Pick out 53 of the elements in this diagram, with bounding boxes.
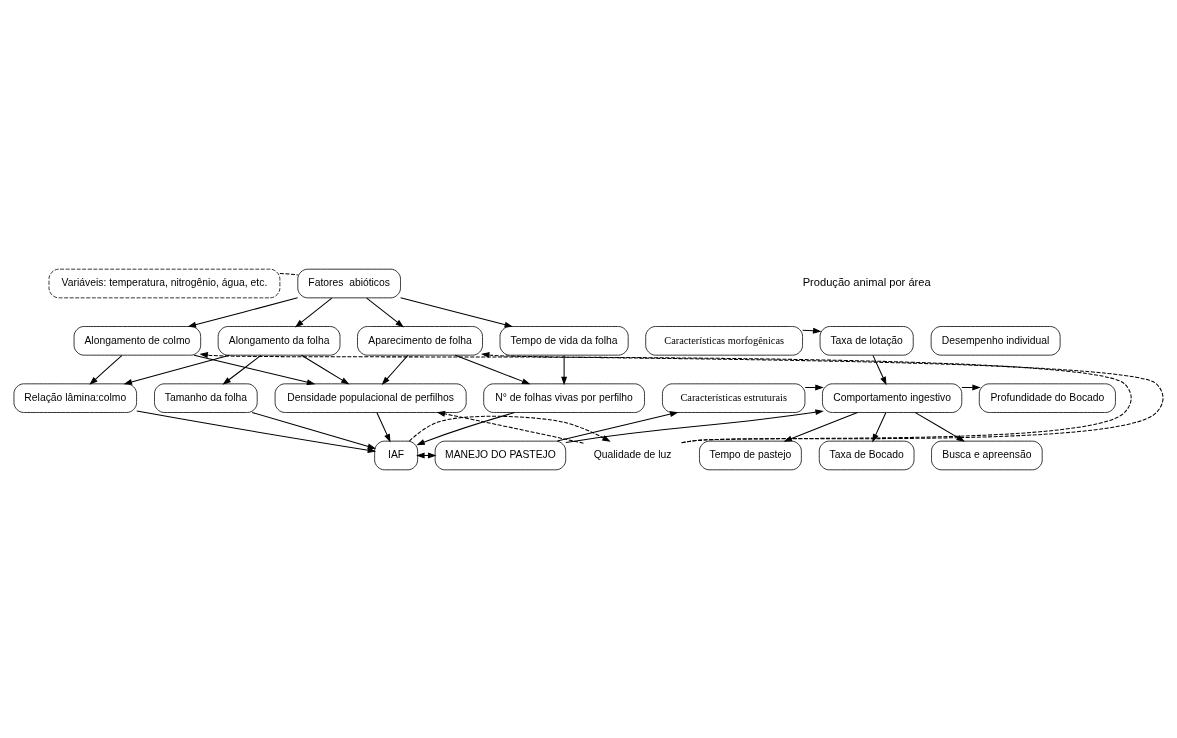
node-box: Variáveis: temperatura, nitrogênio, água, etc. <box>48 268 281 298</box>
arrow <box>400 296 514 328</box>
arrow <box>89 354 123 385</box>
node-box: Profundidade do Bocado <box>978 382 1116 413</box>
arrow <box>914 411 965 442</box>
arrow <box>222 354 262 385</box>
arrow <box>187 296 299 328</box>
arrow <box>408 415 611 442</box>
node-box: N° de folhas vivas por perfilho <box>483 382 645 413</box>
node-box: Taxa de Bocado <box>818 440 915 470</box>
node-box: Tempo de vida da folha <box>499 325 629 356</box>
arrow <box>366 297 404 327</box>
arrow <box>556 410 679 442</box>
label: Produção animal por área <box>802 275 931 288</box>
node-box: Tempo de pastejo <box>699 440 802 470</box>
arrow <box>961 383 981 390</box>
arrow <box>561 354 568 385</box>
node-box: Taxa de lotação <box>819 325 914 356</box>
node-text: Qualidade de luz <box>593 448 672 460</box>
arrow <box>480 351 1164 443</box>
arrow <box>872 411 887 442</box>
node-box: Densidade populacional de perfilhos <box>274 382 467 413</box>
arrow <box>199 351 1132 443</box>
node-box: IAF <box>374 440 418 470</box>
node-box: Aparecimento de folha <box>357 325 483 356</box>
arrow <box>381 354 409 385</box>
node-box: Desempenho individual <box>930 325 1061 356</box>
arrow <box>193 354 316 385</box>
arrow <box>300 354 350 384</box>
node-box: Comportamento ingestivo <box>822 382 963 413</box>
node-box: Relação lâmina:colmo <box>13 382 137 413</box>
node-box: Características estruturais <box>662 382 806 413</box>
node-box: Alongamento de colmo <box>73 325 202 356</box>
arrow <box>376 411 391 442</box>
arrow <box>251 411 377 449</box>
connector <box>279 272 299 275</box>
arrow <box>565 408 824 443</box>
arrow <box>123 354 230 385</box>
arrow <box>872 354 887 385</box>
node-box: Tamanho da folha <box>154 382 258 413</box>
node-box: Busca e apreensão <box>931 440 1043 470</box>
node-box: Alongamento da folha <box>217 325 341 356</box>
arrow <box>804 383 824 390</box>
arrow <box>295 297 333 327</box>
arrow <box>454 354 531 384</box>
arrow <box>136 409 377 453</box>
arrow <box>783 411 858 442</box>
node-box: MANEJO DO PASTEJO <box>434 440 567 470</box>
arrow <box>802 327 822 334</box>
node-box: Fatores abióticos <box>297 268 401 298</box>
node-box: Características morfogênicas <box>645 325 803 356</box>
arrow <box>416 411 516 445</box>
arrow <box>436 410 584 444</box>
